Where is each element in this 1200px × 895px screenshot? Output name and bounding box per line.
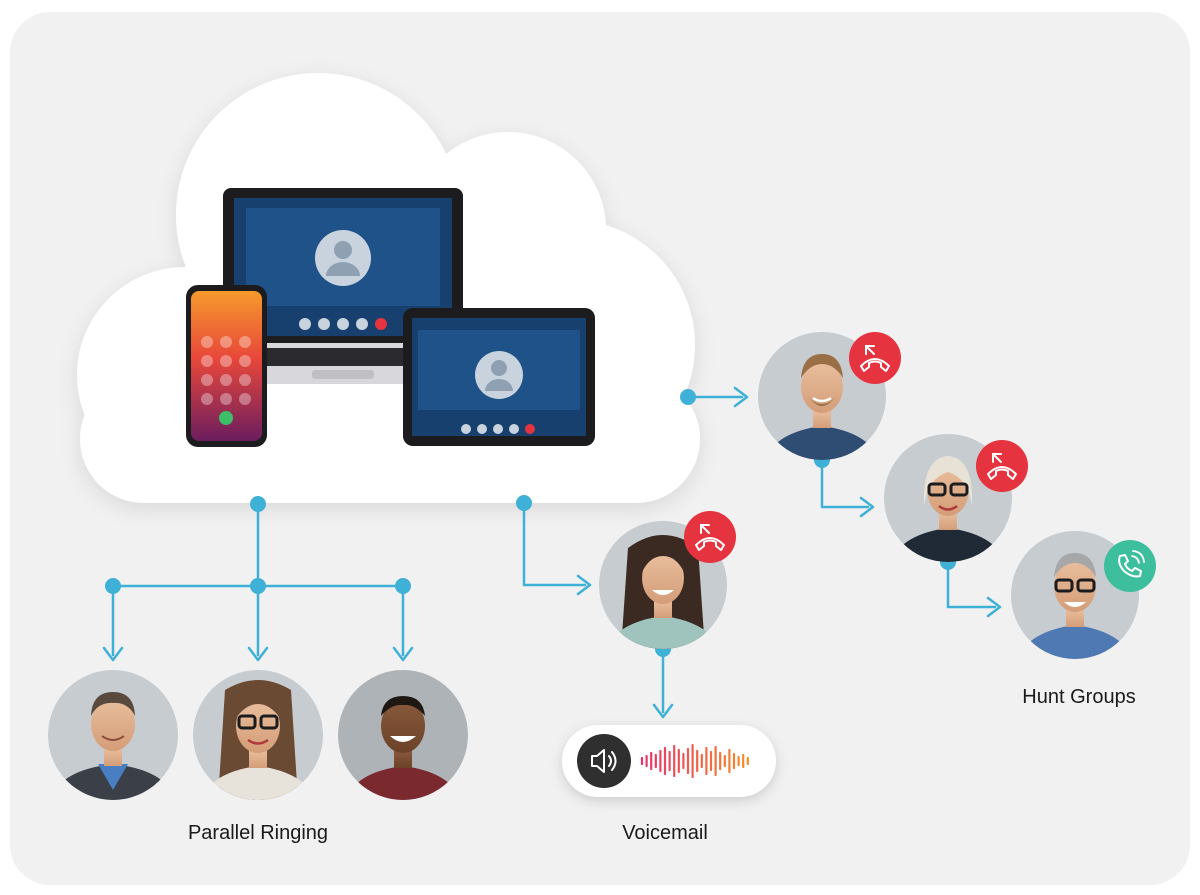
dialpad-icon [201, 336, 251, 405]
phone-decline-icon [684, 511, 736, 563]
call-controls [299, 318, 387, 330]
avatar-parallel-1 [48, 670, 178, 800]
avatar-voicemail [599, 521, 727, 649]
voicemail-player [562, 725, 776, 797]
label-hunt-groups: Hunt Groups [1022, 686, 1136, 708]
phone-decline-icon [976, 440, 1028, 492]
user-silhouette-icon [315, 230, 371, 286]
user-silhouette-icon [475, 351, 523, 399]
tablet-device [403, 308, 595, 446]
label-voicemail: Voicemail [622, 822, 708, 844]
label-parallel-ringing: Parallel Ringing [187, 822, 329, 844]
smartphone-device [186, 285, 267, 447]
audio-waveform-icon [640, 743, 749, 779]
phone-ringing-icon [1104, 540, 1156, 592]
call-controls [461, 424, 535, 434]
call-button-icon [219, 411, 233, 425]
phone-decline-icon [849, 332, 901, 384]
avatar-parallel-2 [193, 670, 323, 800]
speaker-icon [591, 749, 617, 773]
avatar-parallel-3 [338, 670, 468, 800]
